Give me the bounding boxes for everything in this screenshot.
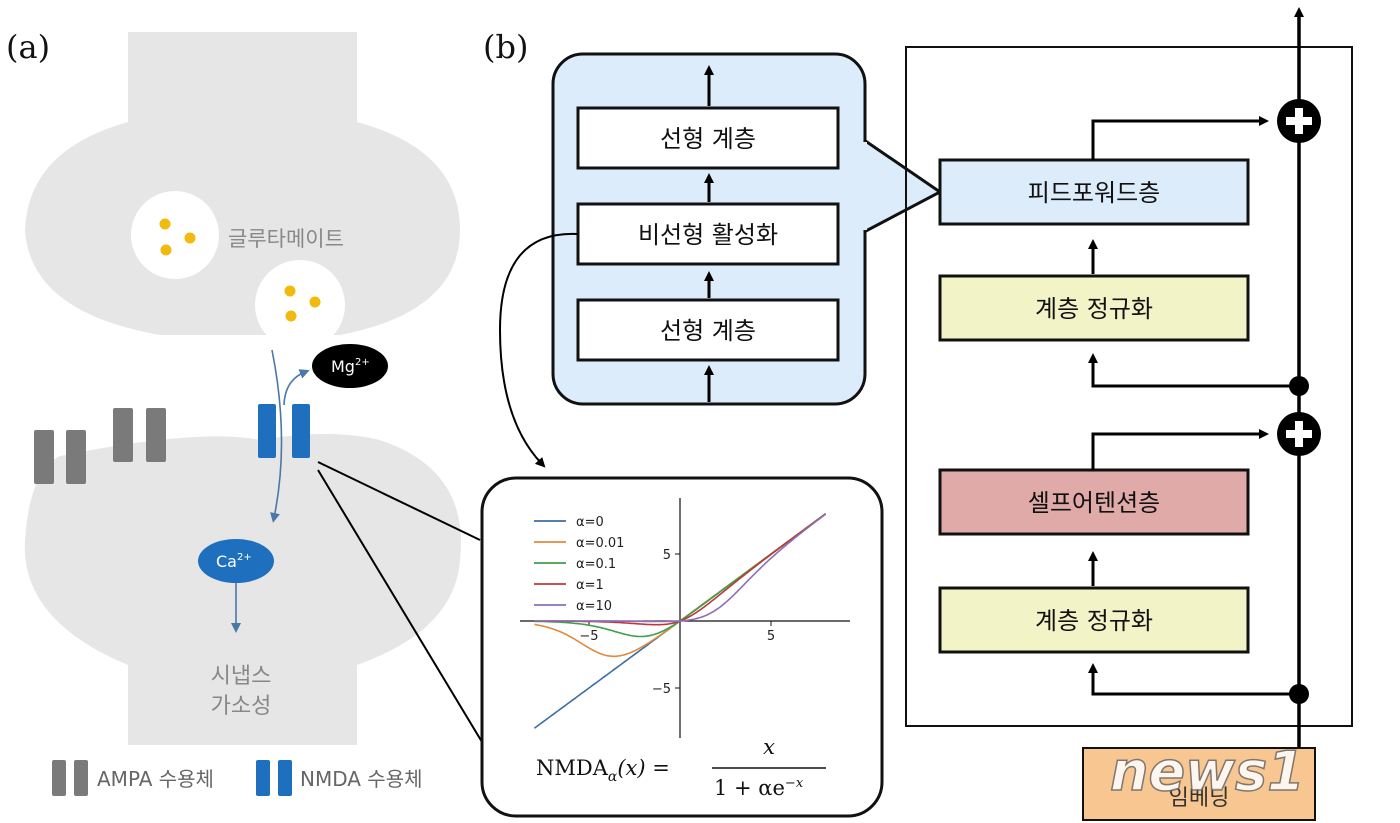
ffn-bottom-linear-layer	[576, 298, 840, 362]
vesicle-upper	[131, 191, 219, 279]
plot-y-tick-label: 5	[663, 548, 671, 563]
legend-label: α=10	[576, 599, 612, 614]
svg-text:Mg2+: Mg2+	[331, 357, 370, 376]
ca-ion: Ca2+	[198, 539, 274, 583]
ffn-top-linear-layer	[576, 106, 840, 170]
ffn-callout-pointer	[863, 138, 943, 234]
nmda-plot-frame	[480, 476, 884, 818]
ampa-receptor-1	[34, 430, 86, 484]
nmda-legend-swatch	[256, 760, 292, 796]
feedforward-block	[938, 158, 1250, 226]
nmda-plot-legend: α=0 α=0.01 α=0.1 α=1 α=10	[534, 515, 624, 614]
residual-add-upper-icon	[1277, 99, 1321, 143]
plot-y-tick-label: −5	[652, 682, 671, 697]
synapse-label-line2: 가소성	[211, 694, 272, 719]
vesicle-lower	[255, 260, 345, 350]
ampa-legend-label: AMPA 수용체	[97, 767, 214, 791]
nmda-formula-numerator: x	[763, 735, 775, 759]
legend-label: α=0	[576, 515, 604, 530]
nmda-formula-denominator: 1 + αe−x	[714, 776, 804, 800]
panel-a-label: (a)	[6, 28, 50, 66]
embedding-block	[1082, 747, 1316, 821]
legend-label: α=0.01	[576, 536, 624, 551]
svg-text:Ca2+: Ca2+	[216, 552, 252, 571]
plot-x-tick-label: −5	[579, 629, 598, 644]
mg-exit-arrow	[283, 369, 310, 406]
postsynaptic-terminal	[24, 434, 462, 745]
glutamate-label: 글루타메이트	[228, 227, 344, 251]
presynaptic-terminal	[25, 32, 460, 335]
self-attention-label: 셀프어텐션층	[1028, 489, 1160, 517]
ffn-top-linear-label: 선형 계층	[660, 125, 756, 153]
ampa-legend-swatch	[52, 760, 88, 796]
ampa-receptor-2	[113, 408, 166, 462]
embedding-label: 임베딩	[1169, 786, 1230, 811]
layer-norm-lower	[938, 586, 1250, 654]
ffn-activation-label: 비선형 활성화	[638, 221, 778, 249]
synapse-label-line1: 시냅스	[211, 664, 272, 689]
layer-norm-lower-label: 계층 정규화	[1035, 607, 1153, 635]
glutamate-flow-arrow	[270, 349, 283, 523]
ffn-activation-layer	[576, 202, 840, 266]
feedforward-label: 피드포워드층	[1028, 179, 1160, 207]
nmda-legend-label: NMDA 수용체	[300, 767, 423, 791]
watermark-text: news1	[1110, 740, 1305, 803]
legend-label: α=0.1	[576, 557, 616, 572]
layer-norm-upper-label: 계층 정규화	[1035, 295, 1153, 323]
zoom-line-upper	[317, 461, 481, 541]
plot-x-tick-label: 5	[767, 629, 775, 644]
layer-norm-upper	[938, 274, 1250, 342]
nmda-receptor	[258, 404, 310, 458]
nmda-formula-lhs: NMDAα(x) =	[536, 756, 670, 785]
mg-ion: Mg2+	[312, 344, 388, 388]
panel-b-label: (b)	[483, 28, 528, 66]
zoom-line-lower	[317, 469, 483, 743]
transformer-block-frame	[905, 46, 1353, 727]
activation-to-plot-arrow	[498, 232, 579, 468]
news1-watermark: news1	[1109, 739, 1305, 804]
nmda-plot-area: −5 5 5 −5	[520, 498, 850, 738]
ffn-bottom-linear-label: 선형 계층	[660, 317, 756, 345]
self-attention-block	[938, 468, 1250, 536]
residual-add-lower-icon	[1277, 412, 1321, 456]
legend-label: α=1	[576, 578, 604, 593]
plot-series-line	[534, 513, 827, 623]
